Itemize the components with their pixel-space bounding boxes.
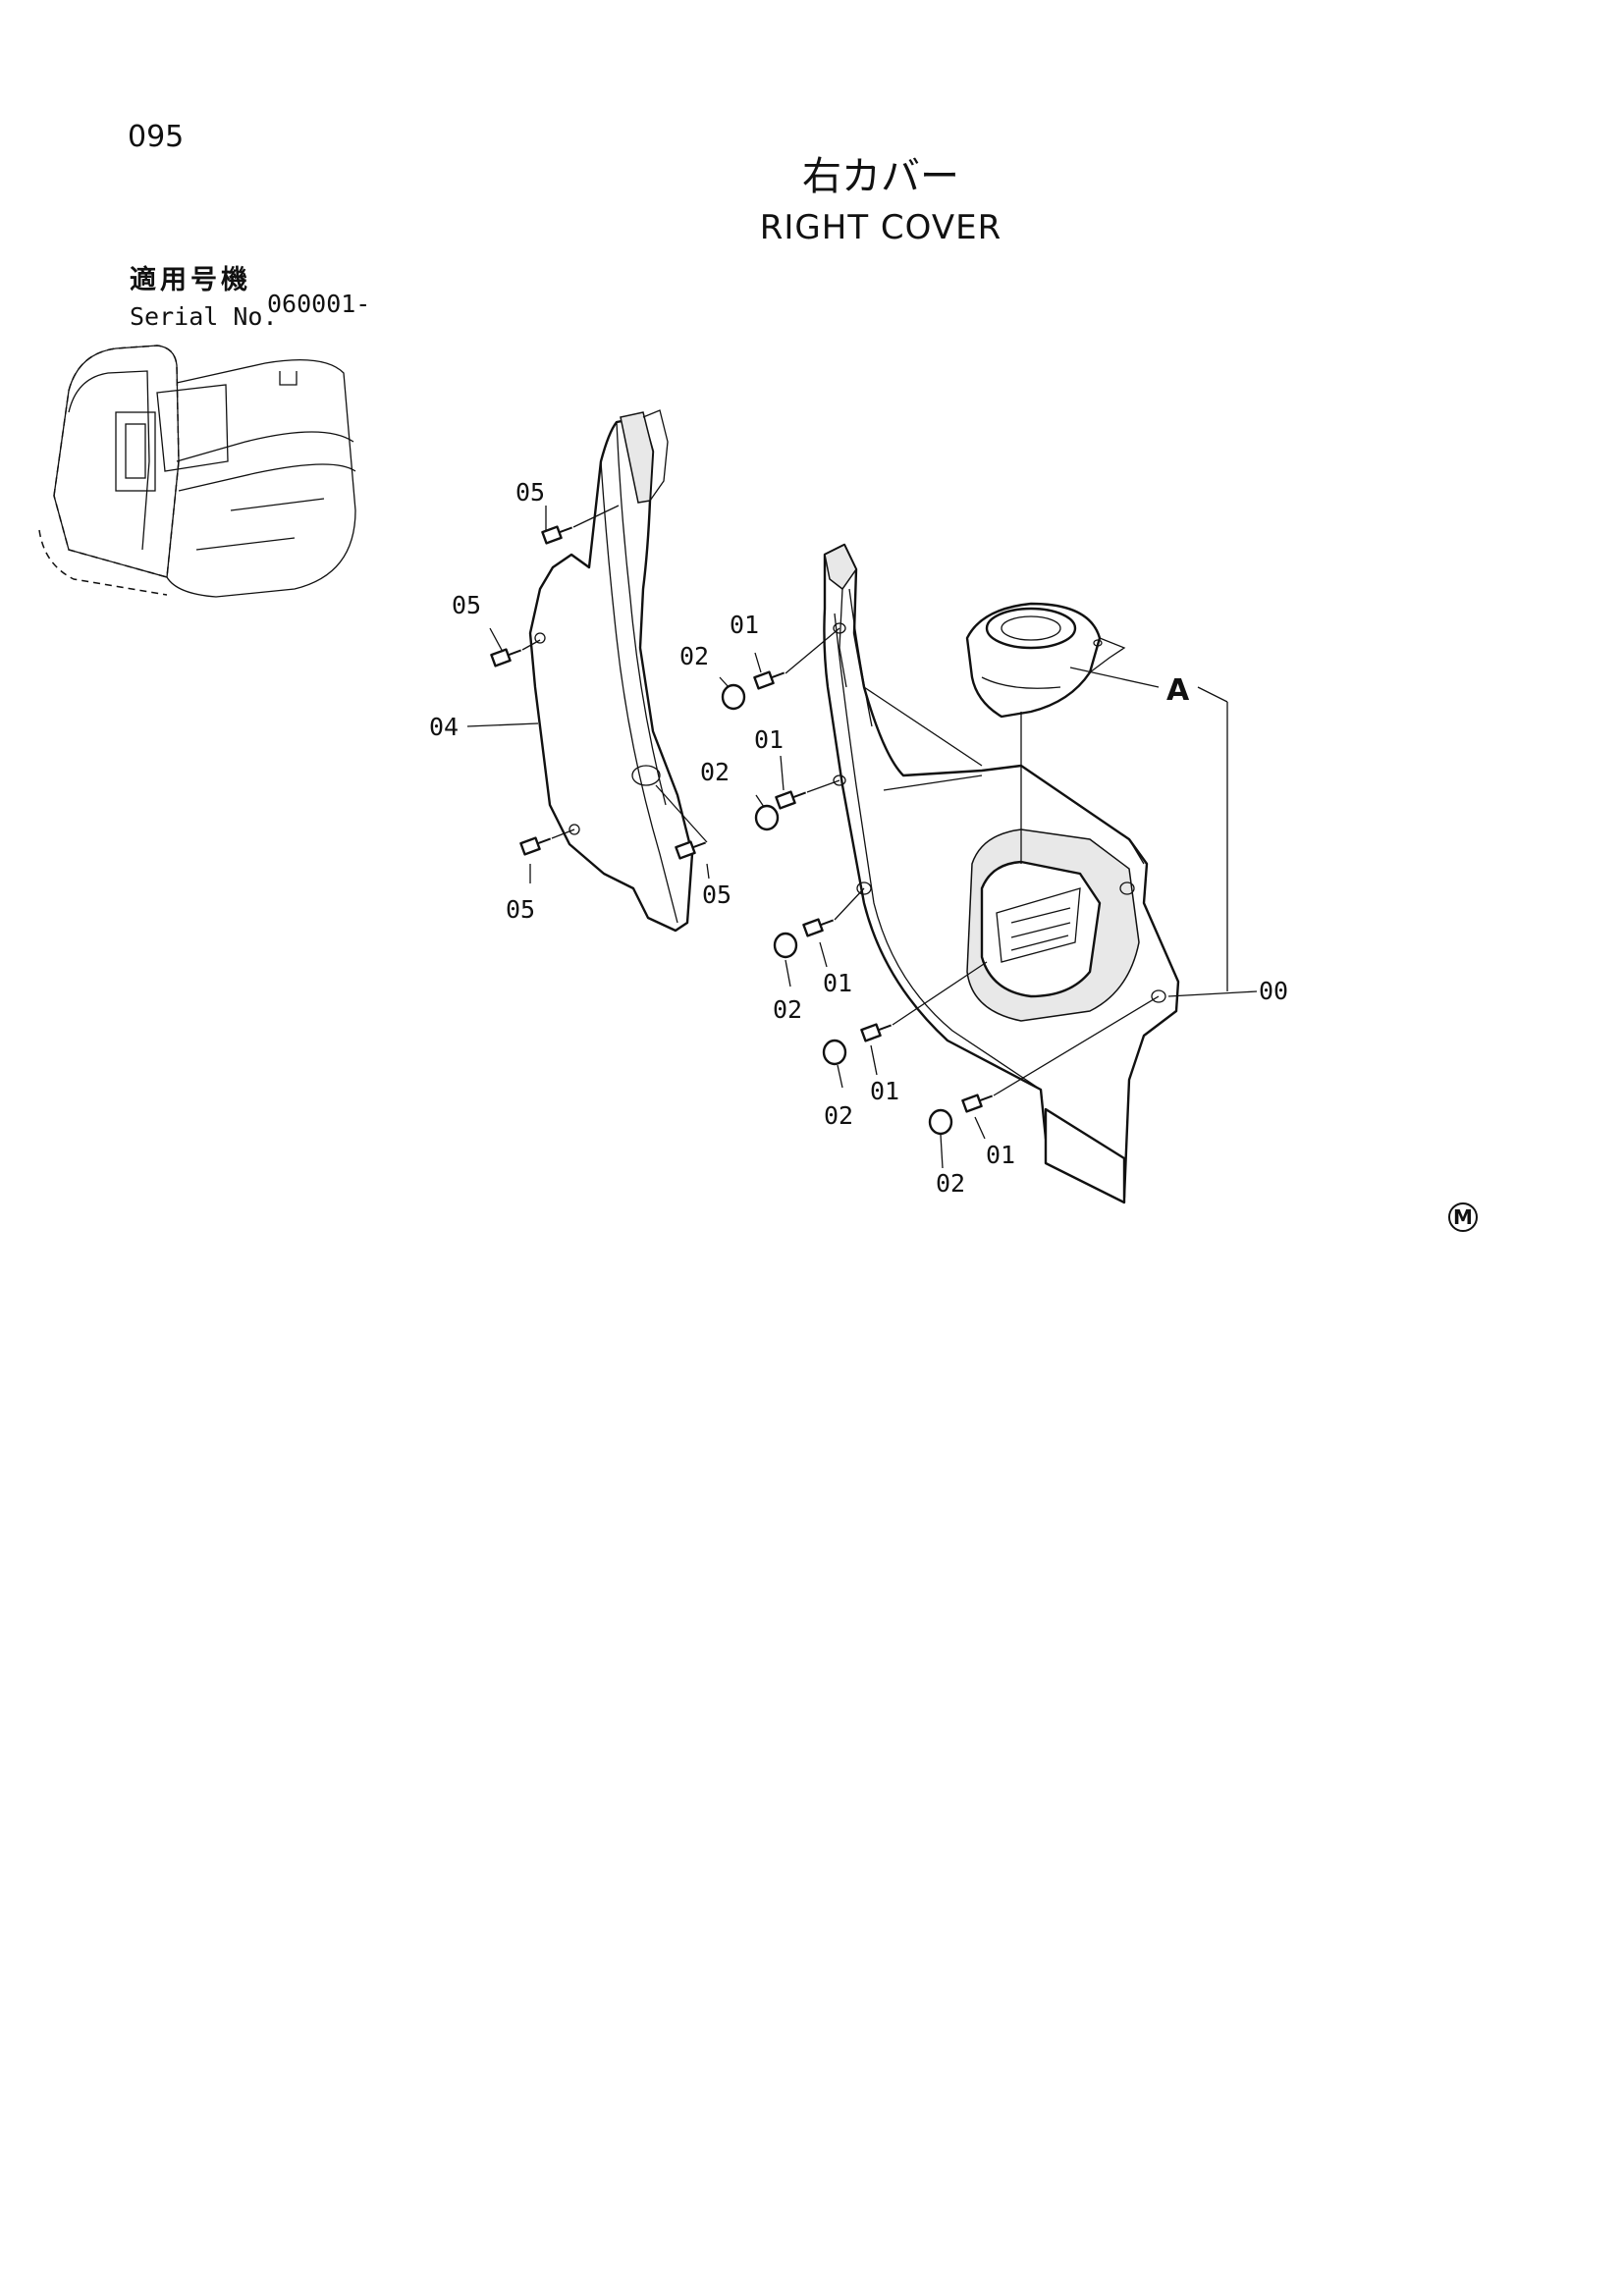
corner-mark: M	[1448, 1202, 1478, 1232]
label-01-b: 01	[754, 725, 784, 754]
label-00: 00	[1259, 977, 1288, 1005]
title-english: RIGHT COVER	[759, 208, 1002, 247]
label-01-a: 01	[730, 611, 759, 639]
label-05-bottom-left: 05	[506, 895, 535, 924]
label-05-left: 05	[452, 591, 481, 619]
reference-label-a: A	[1166, 673, 1190, 708]
label-02-d: 02	[824, 1101, 853, 1130]
label-01-d: 01	[870, 1077, 899, 1105]
leader-lines	[466, 505, 1258, 1169]
label-02-c: 02	[773, 995, 802, 1024]
serial-number-value: 060001-	[267, 290, 371, 318]
label-02-b: 02	[700, 758, 730, 786]
fastener-bolts	[490, 525, 994, 1136]
part-00-right-cover	[823, 543, 1180, 1204]
serial-label-japanese: 適用号機	[130, 265, 251, 295]
label-04: 04	[429, 713, 459, 741]
page-number: 095	[128, 120, 185, 154]
title-japanese: 右カバー	[802, 154, 959, 199]
label-05-bottom-right: 05	[702, 881, 731, 909]
label-02-e: 02	[936, 1169, 965, 1198]
machine-locator-thumbnail	[38, 345, 356, 598]
part-04-side-cover	[528, 409, 694, 933]
label-01-e: 01	[986, 1141, 1015, 1169]
part-labels: 05 05 04 05 05 01 02 01 02 01 02 01 02 0…	[429, 478, 1288, 1198]
label-02-a: 02	[679, 642, 709, 670]
label-05-top: 05	[515, 478, 545, 507]
label-01-c: 01	[823, 969, 852, 997]
corner-mark-letter: M	[1453, 1205, 1473, 1229]
serial-label-english: Serial No.	[130, 302, 278, 331]
part-00-air-duct	[965, 602, 1126, 719]
